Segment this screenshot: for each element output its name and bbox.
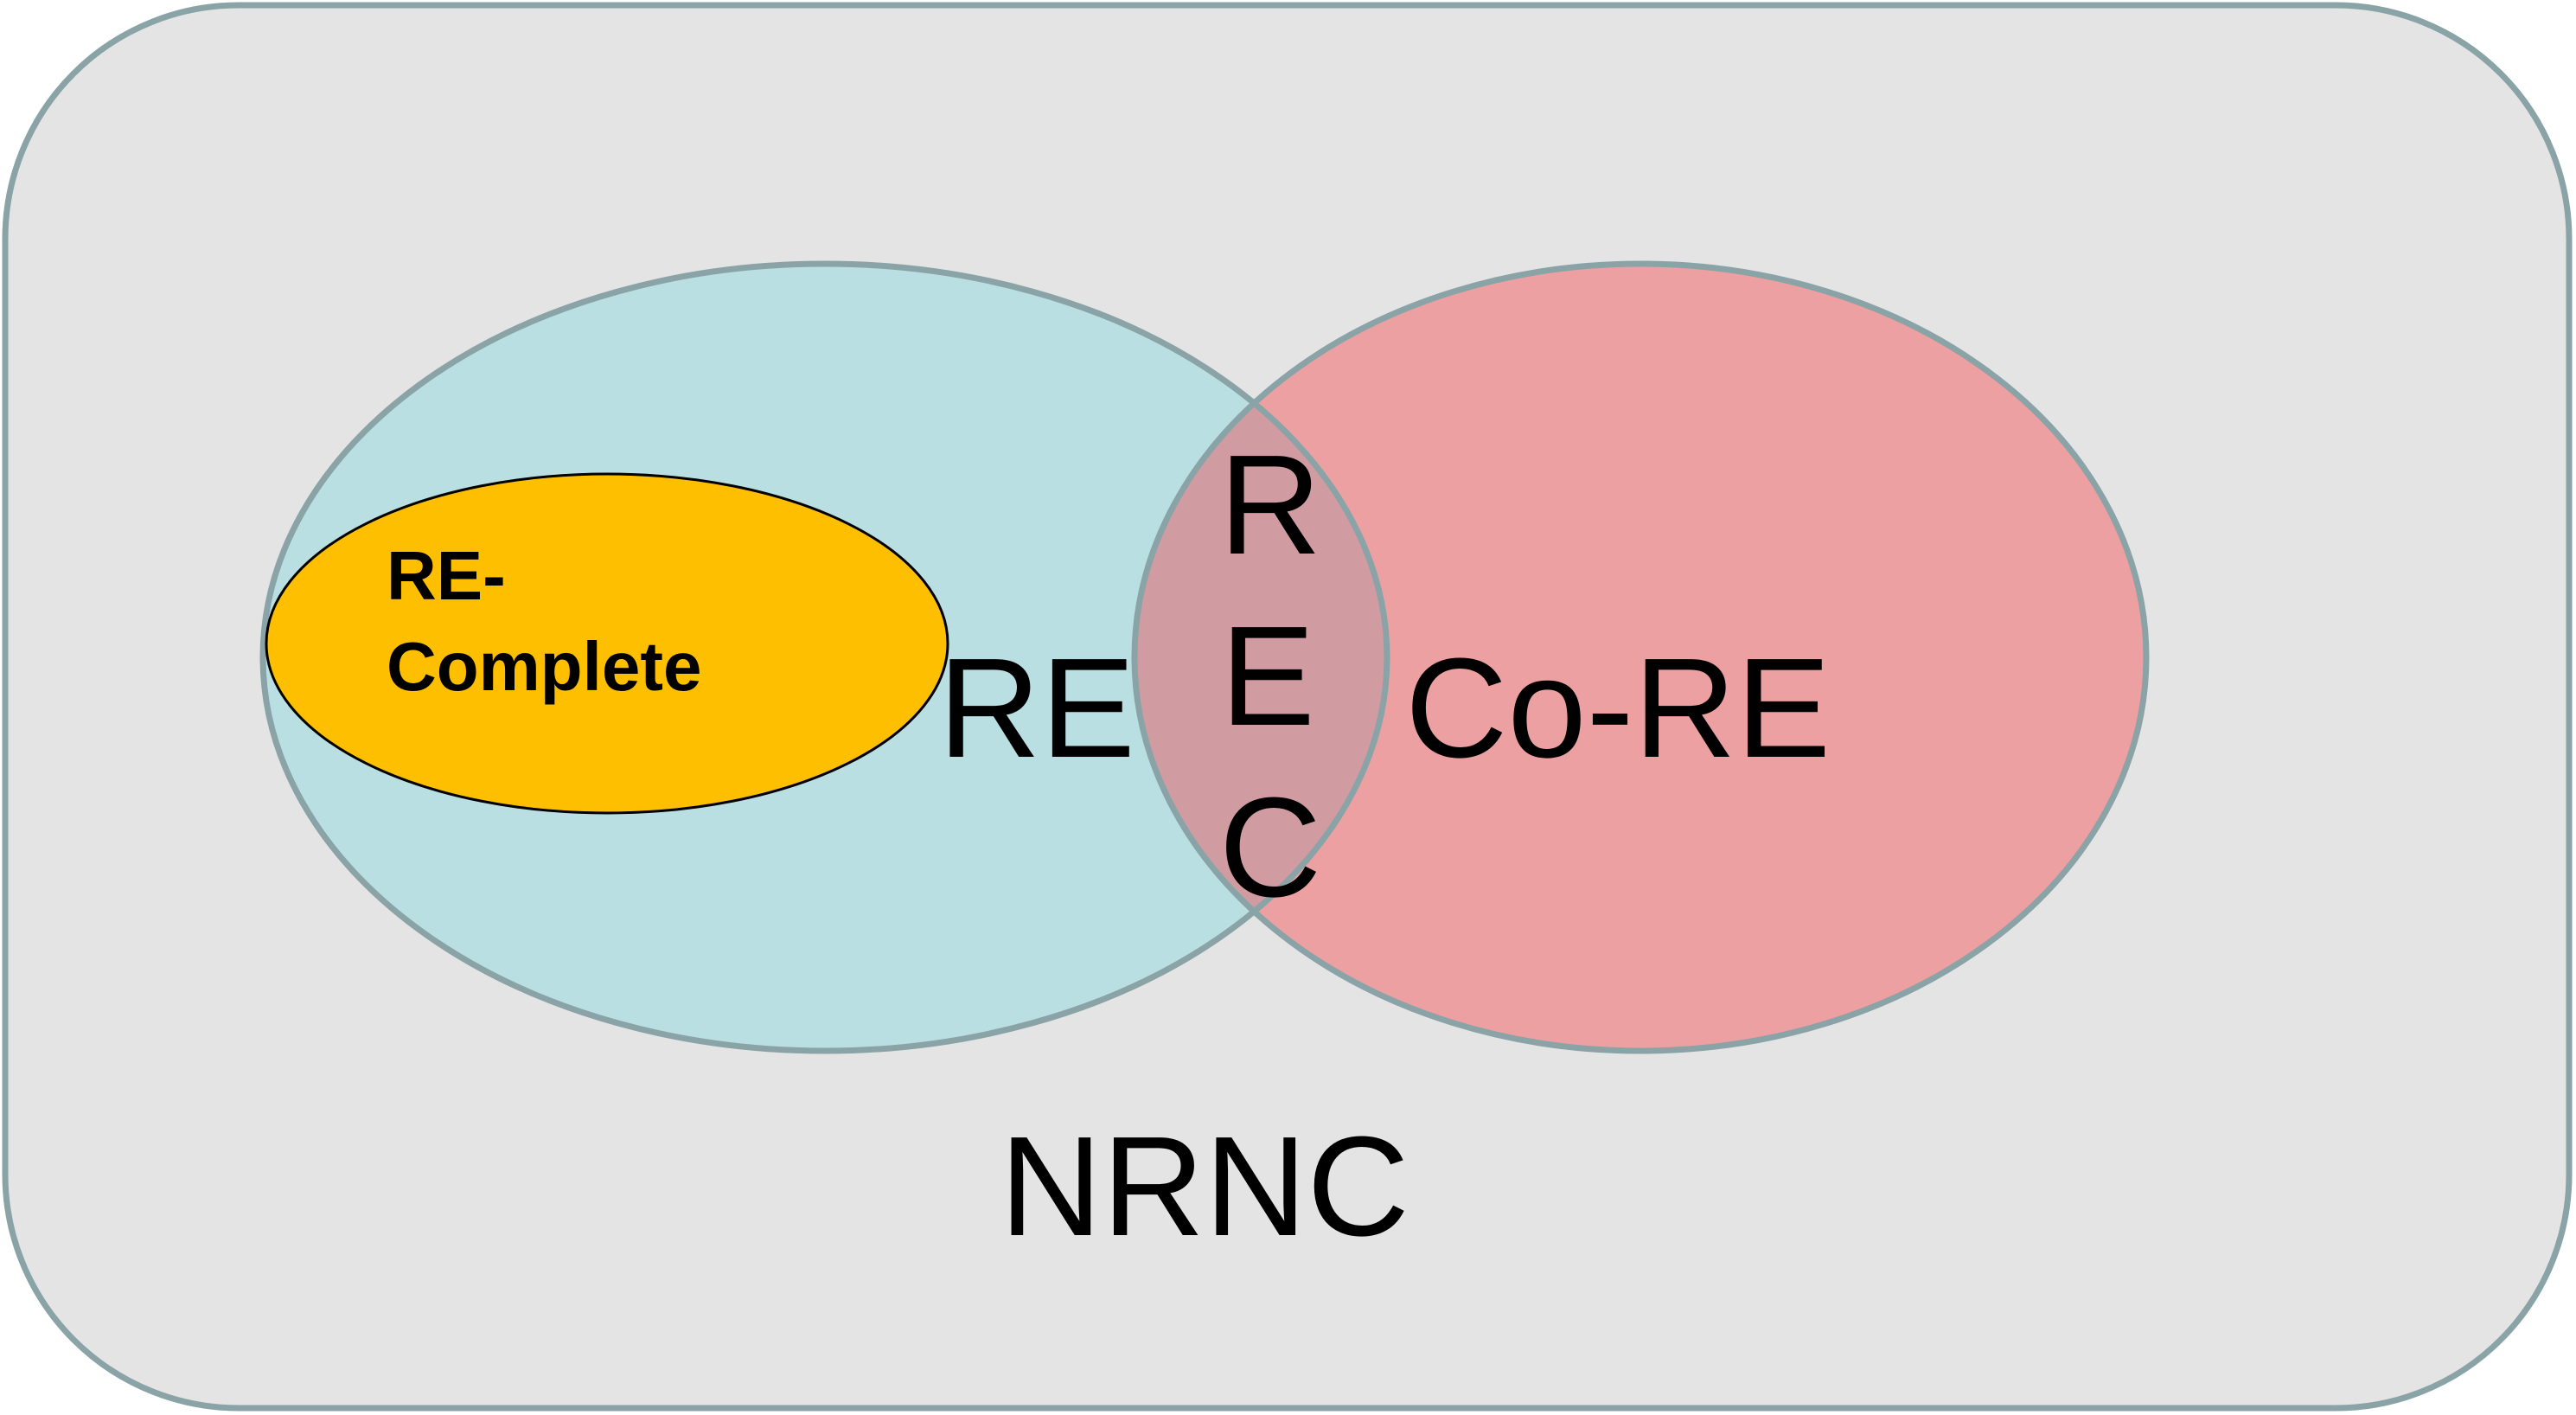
rec-letter-c: C bbox=[1219, 768, 1321, 926]
universe-label-nrnc: NRNC bbox=[1000, 1107, 1409, 1265]
rec-letter-r: R bbox=[1219, 426, 1321, 584]
re-complete-label-line2: Complete bbox=[387, 628, 702, 705]
core-label: Co-RE bbox=[1405, 629, 1831, 787]
re-set-outline bbox=[259, 260, 1390, 1054]
re-label: RE bbox=[938, 629, 1135, 787]
core-set-ellipse bbox=[1135, 264, 2146, 1051]
re-complete-set-ellipse bbox=[265, 472, 949, 815]
core-set-outline bbox=[1131, 260, 2150, 1054]
rec-letter-e: E bbox=[1220, 597, 1314, 755]
re-complete-label-line1: RE- bbox=[387, 537, 506, 614]
